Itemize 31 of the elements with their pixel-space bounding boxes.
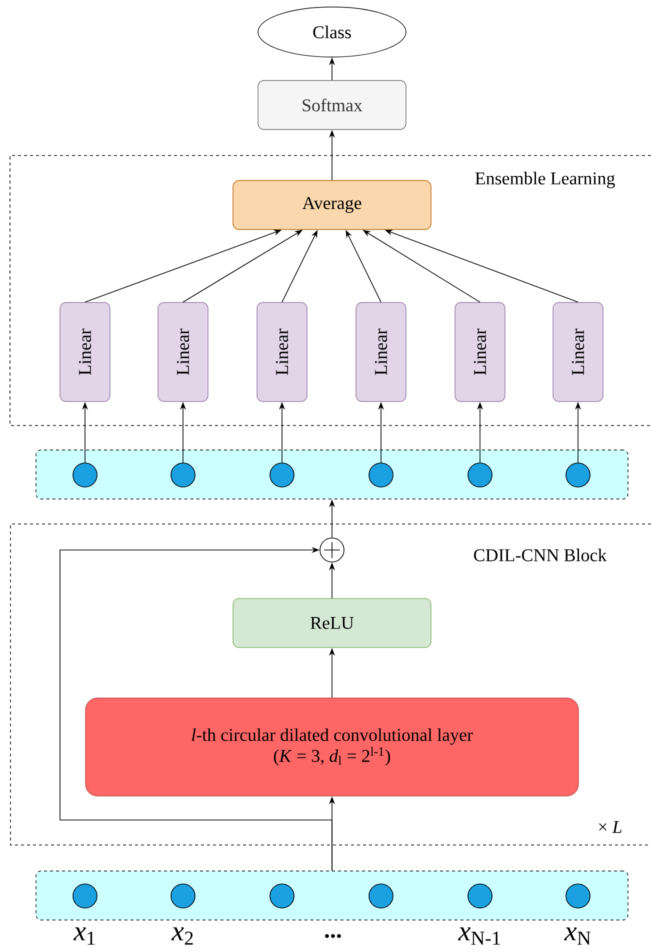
- neuron-circle: [566, 462, 590, 488]
- linear-box: Linear: [552, 302, 604, 402]
- relu-box: ReLU: [232, 598, 432, 648]
- average-box: Average: [232, 180, 432, 230]
- input-label: x$_{1}$: [73, 927, 95, 945]
- conv-layer-box: l-th circular dilated convolutional layer (K = 3, d$_{l}$ = 2$^{l-1}$): [85, 698, 579, 796]
- sum-circle: [320, 538, 344, 562]
- linear-box: Linear: [158, 302, 208, 402]
- linear-box: Linear: [60, 302, 110, 402]
- linear-box: Linear: [256, 302, 308, 402]
- neuron-circle: [270, 884, 294, 908]
- linear-box: Linear: [356, 302, 406, 402]
- arrow: [60, 546, 332, 872]
- linear-box: Linear: [454, 302, 506, 402]
- neuron-circle: [72, 462, 98, 488]
- neuron-circle: [468, 462, 492, 488]
- neuron-circle: [566, 884, 590, 908]
- softmax-box: Softmax: [258, 80, 406, 130]
- feature-band: [36, 870, 628, 920]
- neuron-circle: [170, 884, 196, 908]
- neuron-circle: [368, 884, 394, 908]
- neuron-circle: [468, 884, 492, 908]
- input-label: x$_{N-1}$: [458, 927, 500, 945]
- input-label: x$_{N}$: [564, 927, 591, 945]
- neuron-circle: [72, 884, 98, 908]
- ellipsis-label: ...: [325, 934, 341, 938]
- neuron-circle: [368, 462, 394, 488]
- neuron-circle: [170, 462, 196, 488]
- input-label: x$_{2}$: [171, 927, 193, 945]
- feature-band: [36, 450, 628, 500]
- neuron-circle: [270, 462, 294, 488]
